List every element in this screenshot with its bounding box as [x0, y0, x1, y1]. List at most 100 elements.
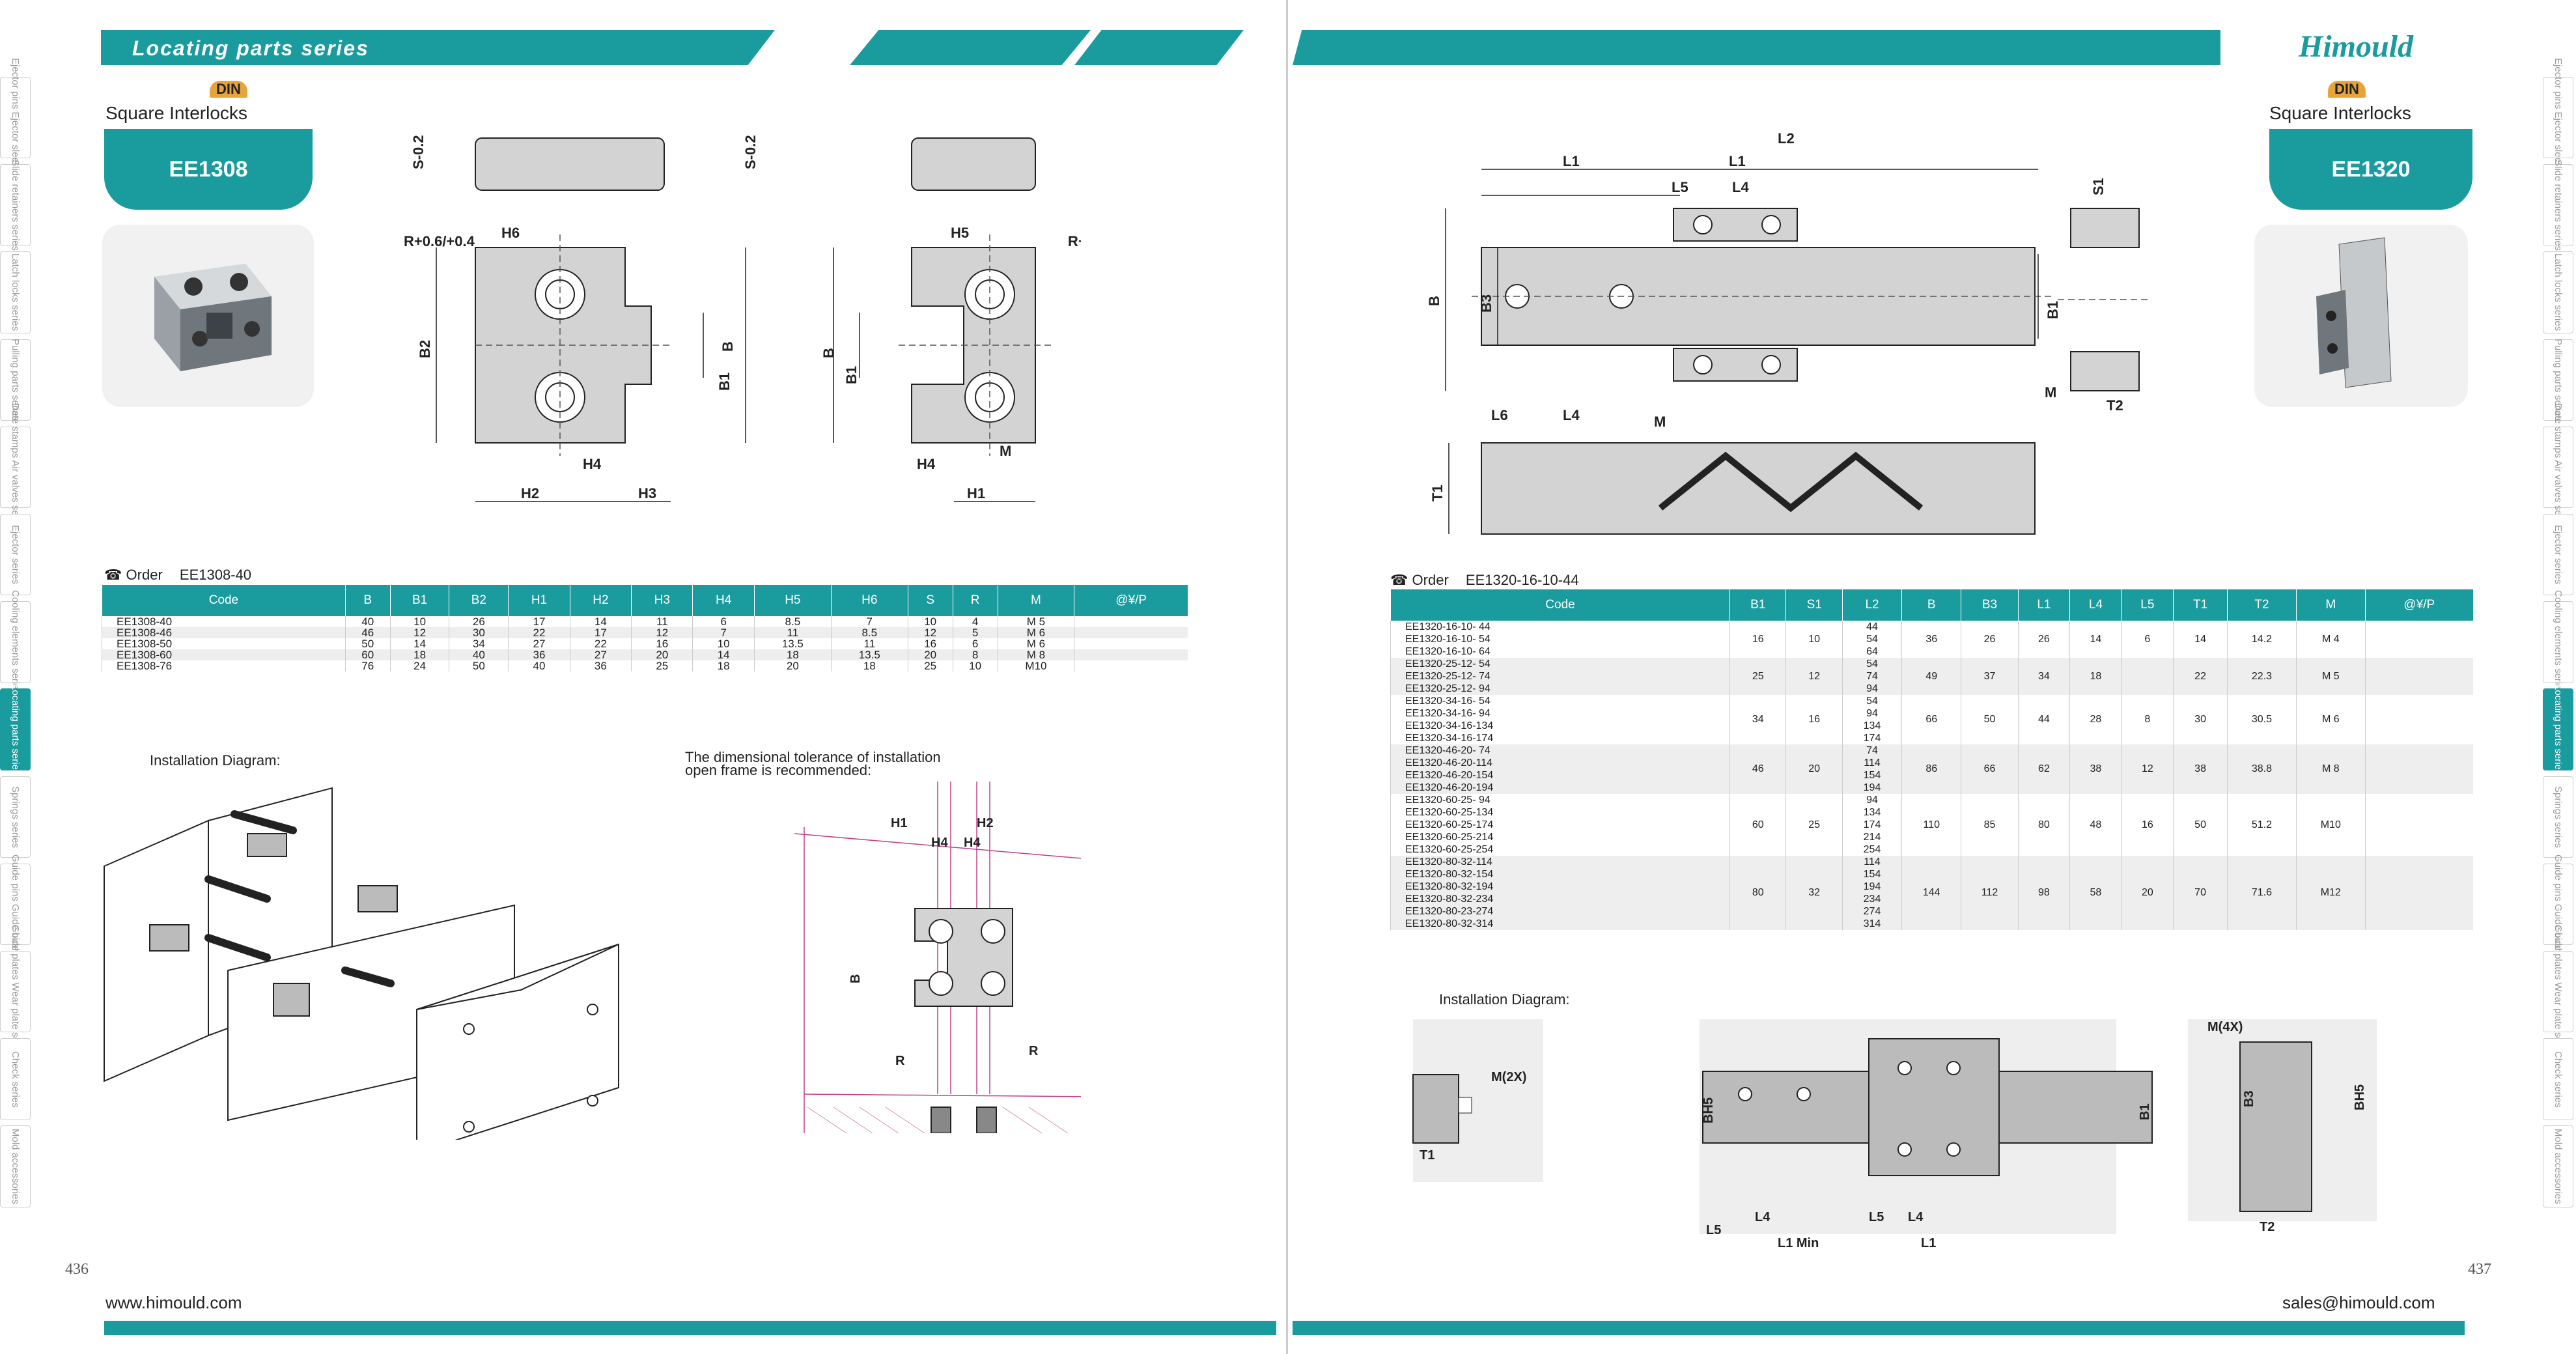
code-cell: EE1320-46-20-194: [1390, 782, 1730, 794]
side-tab[interactable]: Locating parts series: [0, 684, 31, 774]
side-tab[interactable]: Cooling elements series: [2543, 590, 2573, 694]
code-cell: EE1320-25-12- 54: [1390, 658, 1730, 670]
table-header: @¥/P: [1074, 585, 1188, 616]
side-tab[interactable]: Ejector pins Ejector sleeves: [2543, 58, 2573, 178]
svg-text:L4: L4: [1755, 1210, 1771, 1224]
side-tab[interactable]: Guide pins Guide bush: [0, 854, 31, 954]
spec-cell: 25: [1729, 658, 1786, 695]
spec-cell: [2121, 658, 2174, 695]
table-header: B2: [449, 585, 509, 616]
side-tab[interactable]: Springs series: [2543, 776, 2573, 858]
side-tab[interactable]: Guide plates Wear plate series: [2543, 925, 2573, 1058]
side-tab-label: Latch locks series: [10, 253, 21, 331]
table-cell: 22: [569, 638, 632, 649]
left-banner: Locating parts series: [101, 30, 775, 65]
spec-cell: 37: [1961, 658, 2019, 695]
side-tab[interactable]: Springs series: [0, 776, 31, 858]
l2-cell: 154: [1841, 868, 1902, 881]
side-tab[interactable]: Latch locks series: [2543, 251, 2573, 333]
side-tab[interactable]: Ejector series: [2543, 513, 2573, 596]
side-tab[interactable]: Slide retainers series: [0, 160, 31, 251]
spec-cell: 30.5: [2227, 695, 2297, 744]
svg-text:H2: H2: [521, 485, 539, 501]
table-cell: 50: [344, 638, 391, 649]
side-tab-label: Check series: [10, 1051, 21, 1108]
spec-cell: 38: [2069, 744, 2122, 794]
svg-text:L1: L1: [1921, 1236, 1936, 1247]
table-header: T2: [2227, 589, 2297, 621]
side-tab[interactable]: Check series: [2543, 1038, 2573, 1120]
code-cell: EE1320-34-16- 94: [1390, 707, 1730, 720]
table-cell: 12: [389, 627, 449, 638]
table-cell: M10: [997, 660, 1074, 671]
table-header: S: [907, 585, 953, 616]
side-tab-label: Guide pins Guide bush: [2553, 854, 2564, 954]
spec-cell: 110: [1901, 794, 1961, 856]
side-tab-label: Springs series: [2553, 785, 2564, 848]
side-tab[interactable]: Date stamps Air valves series: [0, 403, 31, 531]
spec-cell: 16: [1729, 621, 1786, 658]
table-header: B: [1901, 589, 1961, 621]
spec-cell: 12: [1785, 658, 1843, 695]
code-cell: EE1320-80-32-314: [1390, 918, 1730, 930]
svg-text:T2: T2: [2107, 397, 2123, 414]
table-header: @¥/P: [2364, 589, 2473, 621]
side-tab[interactable]: Ejector pins Ejector sleeves: [0, 58, 31, 178]
side-tab[interactable]: Guide plates Wear plate series: [0, 925, 31, 1058]
table-cell: [1074, 627, 1188, 638]
table-cell: 4: [952, 616, 998, 627]
svg-text:M(4X): M(4X): [2207, 1020, 2243, 1034]
l2-cell: 154: [1841, 769, 1902, 782]
side-tab[interactable]: Ejector series: [0, 513, 31, 596]
svg-text:T1: T1: [1420, 1148, 1435, 1163]
side-tab[interactable]: Slide retainers series: [2543, 160, 2573, 251]
side-tab-label: Mold accessories: [10, 1129, 21, 1204]
price-cell: [2364, 621, 2473, 658]
side-tab-label: Slide retainers series: [10, 159, 21, 251]
side-tab[interactable]: Mold accessories: [2543, 1125, 2573, 1207]
svg-text:BH5: BH5: [1701, 1097, 1716, 1123]
spec-cell: 14: [2173, 621, 2228, 658]
table-cell: 46: [344, 627, 391, 638]
table-cell: 12: [907, 627, 953, 638]
svg-text:L6: L6: [1491, 407, 1508, 423]
side-tab[interactable]: Mold accessories: [0, 1125, 31, 1207]
table-cell: 8: [952, 649, 998, 660]
spec-cell: M12: [2295, 856, 2366, 930]
spec-cell: 22.3: [2227, 658, 2297, 695]
right-email: sales@himould.com: [2282, 1293, 2435, 1312]
svg-text:H6: H6: [501, 225, 520, 241]
side-tab[interactable]: Check series: [0, 1038, 31, 1120]
table-cell: 76: [344, 660, 391, 671]
side-tab[interactable]: Guide pins Guide bush: [2543, 854, 2573, 954]
l2-cell: 194: [1841, 881, 1902, 893]
side-tab-label: Cooling elements series: [2553, 589, 2564, 694]
table-cell: 17: [569, 627, 632, 638]
table-header: H6: [830, 585, 908, 616]
svg-text:M: M: [2045, 384, 2056, 401]
right-installation-label: Installation Diagram:: [1439, 991, 1570, 1008]
svg-text:H4: H4: [583, 456, 602, 472]
table-cell: 25: [907, 660, 953, 671]
table-cell: 8.5: [830, 627, 908, 638]
code-cell: EE1320-80-32-154: [1390, 868, 1730, 881]
side-tab[interactable]: Date stamps Air valves series: [2543, 403, 2573, 531]
spec-cell: 22: [2173, 658, 2228, 695]
table-cell: EE1308-46: [102, 627, 346, 638]
spec-cell: 20: [1785, 744, 1843, 794]
side-tab[interactable]: Locating parts series: [2543, 684, 2573, 774]
spec-cell: 26: [2017, 621, 2070, 658]
table-header: M: [997, 585, 1074, 616]
side-tab[interactable]: Pulling parts series: [2543, 339, 2573, 421]
table-header: B: [344, 585, 391, 616]
side-tab[interactable]: Cooling elements series: [0, 590, 31, 694]
side-tab[interactable]: Latch locks series: [0, 251, 31, 333]
side-tab[interactable]: Pulling parts series: [0, 339, 31, 421]
l2-cell: 94: [1841, 707, 1902, 720]
table-cell: 60: [344, 649, 391, 660]
l2-cell: 234: [1841, 893, 1902, 905]
